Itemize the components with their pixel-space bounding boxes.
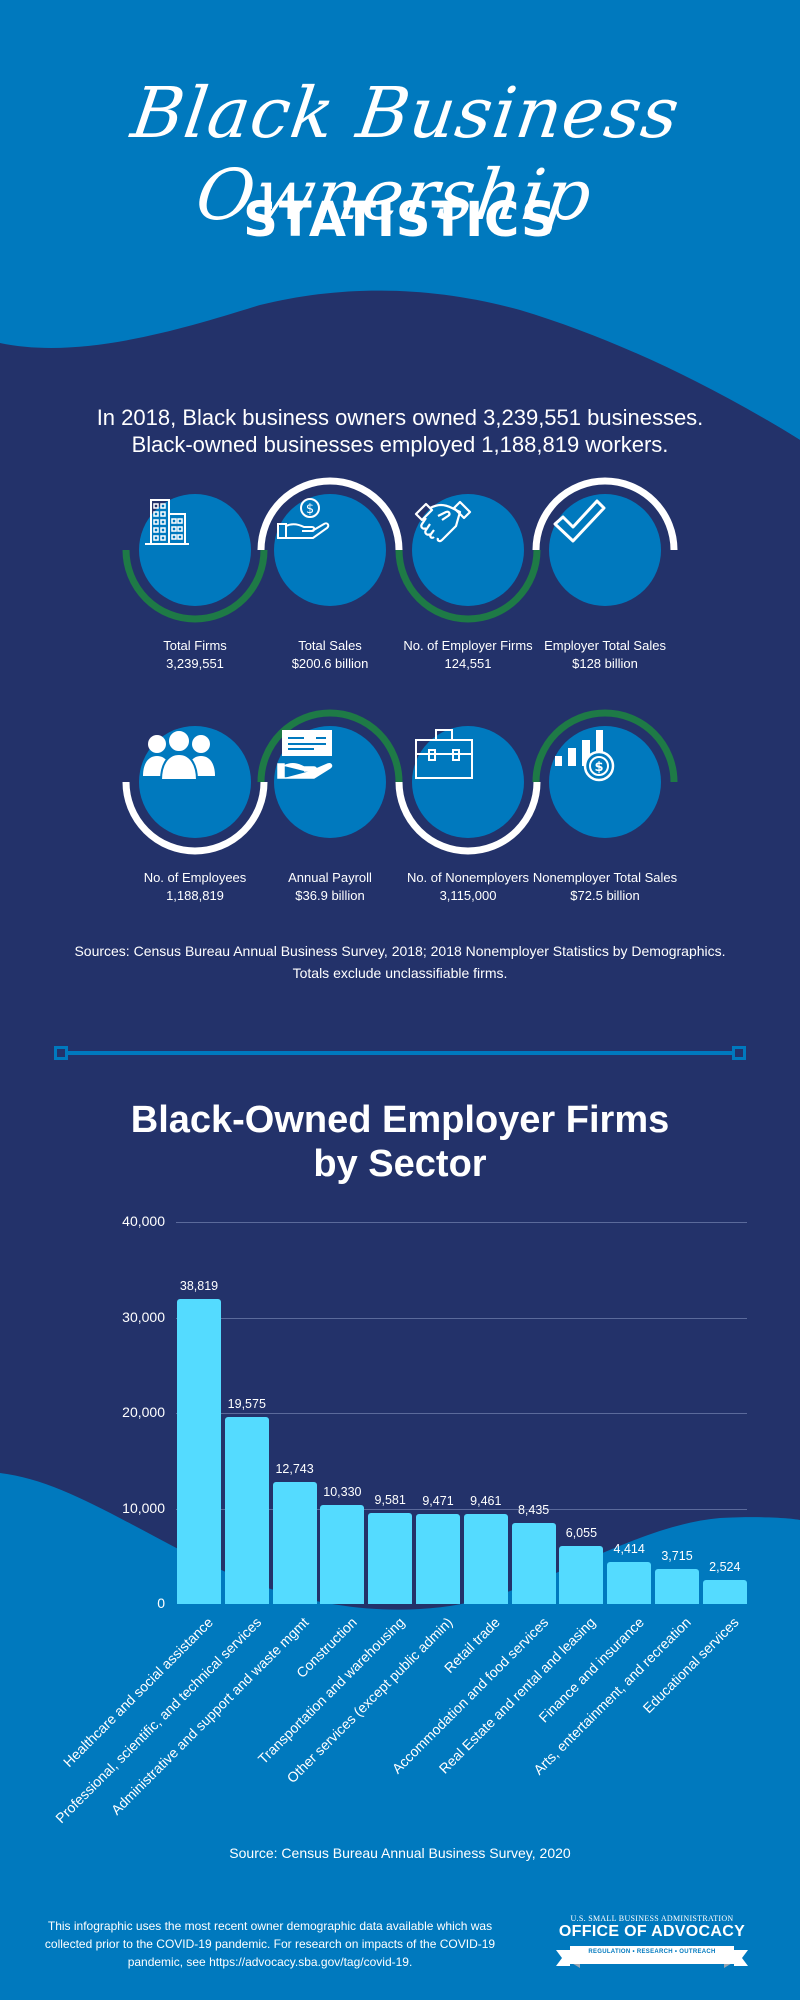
stat-label: Total Sales — [298, 638, 362, 653]
svg-text:$: $ — [594, 760, 603, 775]
bar-value-label: 19,575 — [227, 1397, 266, 1412]
intro-line-1: In 2018, Black business owners owned 3,2… — [96, 405, 704, 430]
stat-employer-firms: No. of Employer Firms 124,551 — [393, 475, 543, 673]
bar-value-label: 9,471 — [422, 1493, 454, 1508]
stat-label: Nonemployer Total Sales — [532, 870, 678, 885]
logo-agency: U.S. SMALL BUSINESS ADMINISTRATION — [570, 1914, 734, 1923]
divider-cap-right — [732, 1046, 746, 1060]
people-group-icon — [143, 729, 215, 781]
hand-dollar-icon: $ — [277, 498, 330, 539]
bar-value-label: 4,414 — [613, 1541, 645, 1556]
stat-value: 1,188,819 — [166, 888, 224, 903]
sources-line-1: Sources: Census Bureau Annual Business S… — [74, 943, 726, 959]
bar-value-label: 9,581 — [374, 1492, 406, 1507]
footnote: This infographic uses the most recent ow… — [30, 1917, 510, 1971]
y-tick-label: 0 — [157, 1595, 165, 1611]
divider-cap-left — [54, 1046, 68, 1060]
stat-value: $200.6 billion — [291, 656, 369, 671]
section-divider — [54, 1046, 746, 1060]
checkmark-icon — [553, 499, 606, 543]
footnote-line-3: pandemic, see https://advocacy.sba.gov/t… — [127, 1955, 413, 1969]
chart-title-line-1: Black-Owned Employer Firms — [130, 1099, 670, 1141]
green-arc-bottom — [395, 549, 541, 623]
sba-advocacy-logo: U.S. SMALL BUSINESS ADMINISTRATION OFFIC… — [556, 1914, 748, 1968]
chart-title: Black-Owned Employer Firms by Sector — [0, 1098, 800, 1186]
stat-value: 124,551 — [444, 656, 492, 671]
bar — [607, 1561, 652, 1604]
briefcase-icon — [415, 729, 473, 779]
stat-value: 3,115,000 — [439, 888, 497, 903]
stat-nonemployer-sales: $ Nonemployer Total Sales $72.5 billion — [530, 707, 680, 905]
bar — [559, 1546, 604, 1604]
buildings-icon — [145, 499, 189, 545]
bar — [272, 1482, 317, 1604]
bar — [655, 1568, 699, 1604]
stat-label: No. of Nonemployers — [406, 870, 530, 885]
y-tick-label: 40,000 — [122, 1213, 165, 1229]
intro-text: In 2018, Black business owners owned 3,2… — [0, 404, 800, 458]
gridline — [176, 1222, 747, 1223]
handshake-icon — [414, 500, 472, 543]
green-arc-top — [532, 709, 678, 783]
stat-employees: No. of Employees 1,188,819 — [120, 707, 270, 905]
white-arc-bottom — [122, 781, 268, 855]
stat-total-sales: $ Total Sales $200.6 billion — [255, 475, 405, 673]
stat-value: $36.9 billion — [295, 888, 365, 903]
intro-line-2: Black-owned businesses employed 1,188,81… — [131, 432, 669, 457]
bar — [224, 1417, 269, 1604]
gridline — [176, 1508, 747, 1510]
stat-label: No. of Employees — [143, 870, 247, 885]
bar-value-label: 6,055 — [565, 1526, 598, 1541]
stat-value: $72.5 billion — [570, 888, 640, 903]
stat-label: Employer Total Sales — [544, 638, 666, 653]
y-tick-label: 30,000 — [122, 1308, 165, 1325]
bar-value-label: 8,435 — [517, 1503, 550, 1518]
bar-value-label: 38,819 — [179, 1279, 219, 1294]
svg-text:$: $ — [306, 502, 314, 517]
white-arc-top — [532, 477, 678, 551]
logo-tagline: REGULATION • RESEARCH • OUTREACH — [588, 1949, 716, 1955]
stat-label: Annual Payroll — [288, 870, 372, 885]
y-tick-label: 10,000 — [122, 1499, 165, 1516]
sources-line-2: Totals exclude unclassifiable firms. — [292, 965, 508, 981]
white-arc-bottom — [395, 781, 541, 855]
green-arc-bottom — [122, 549, 268, 623]
footnote-line-1: This infographic uses the most recent ow… — [47, 1919, 493, 1933]
stat-value: 3,239,551 — [166, 656, 224, 671]
stat-annual-payroll: Annual Payroll $36.9 billion — [255, 707, 405, 905]
statistics-title: STATISTICS — [243, 192, 557, 248]
bar-value-label: 3,715 — [661, 1548, 693, 1563]
logo-office: OFFICE OF ADVOCACY — [558, 1923, 746, 1940]
bar — [702, 1579, 747, 1604]
bar-value-label: 2,524 — [709, 1559, 741, 1574]
bar-value-label: 9,461 — [470, 1493, 502, 1508]
gridline — [176, 1413, 747, 1414]
bar — [463, 1513, 508, 1604]
stat-value: $128 billion — [572, 656, 638, 671]
footnote-line-2: collected prior to the COVID-19 pandemic… — [44, 1937, 496, 1951]
bar-value-label: 12,743 — [275, 1462, 314, 1477]
chart-title-line-2: by Sector — [313, 1143, 487, 1185]
stat-employer-sales: Employer Total Sales $128 billion — [530, 475, 680, 673]
hand-check-icon — [277, 730, 333, 779]
bar — [368, 1512, 413, 1604]
stat-label: No. of Employer Firms — [403, 638, 533, 653]
logo-ribbon: REGULATION • RESEARCH • OUTREACH — [556, 1944, 748, 1968]
green-arc-top — [257, 709, 403, 783]
stat-nonemployers: No. of Nonemployers 3,115,000 — [393, 707, 543, 905]
white-arc-top — [257, 477, 403, 551]
bar — [511, 1523, 556, 1604]
y-tick-label: 20,000 — [122, 1404, 165, 1420]
chart-source: Source: Census Bureau Annual Business Su… — [229, 1845, 571, 1861]
bar — [177, 1299, 221, 1604]
sources-note: Sources: Census Bureau Annual Business S… — [0, 940, 800, 984]
stat-total-firms: Total Firms 3,239,551 — [120, 475, 270, 673]
gridline — [176, 1317, 747, 1319]
stat-label: Total Firms — [163, 638, 227, 653]
bar — [320, 1505, 365, 1604]
bar — [416, 1513, 460, 1604]
bars-coin-icon: $ — [555, 730, 615, 782]
bar-value-label: 10,330 — [323, 1485, 362, 1500]
